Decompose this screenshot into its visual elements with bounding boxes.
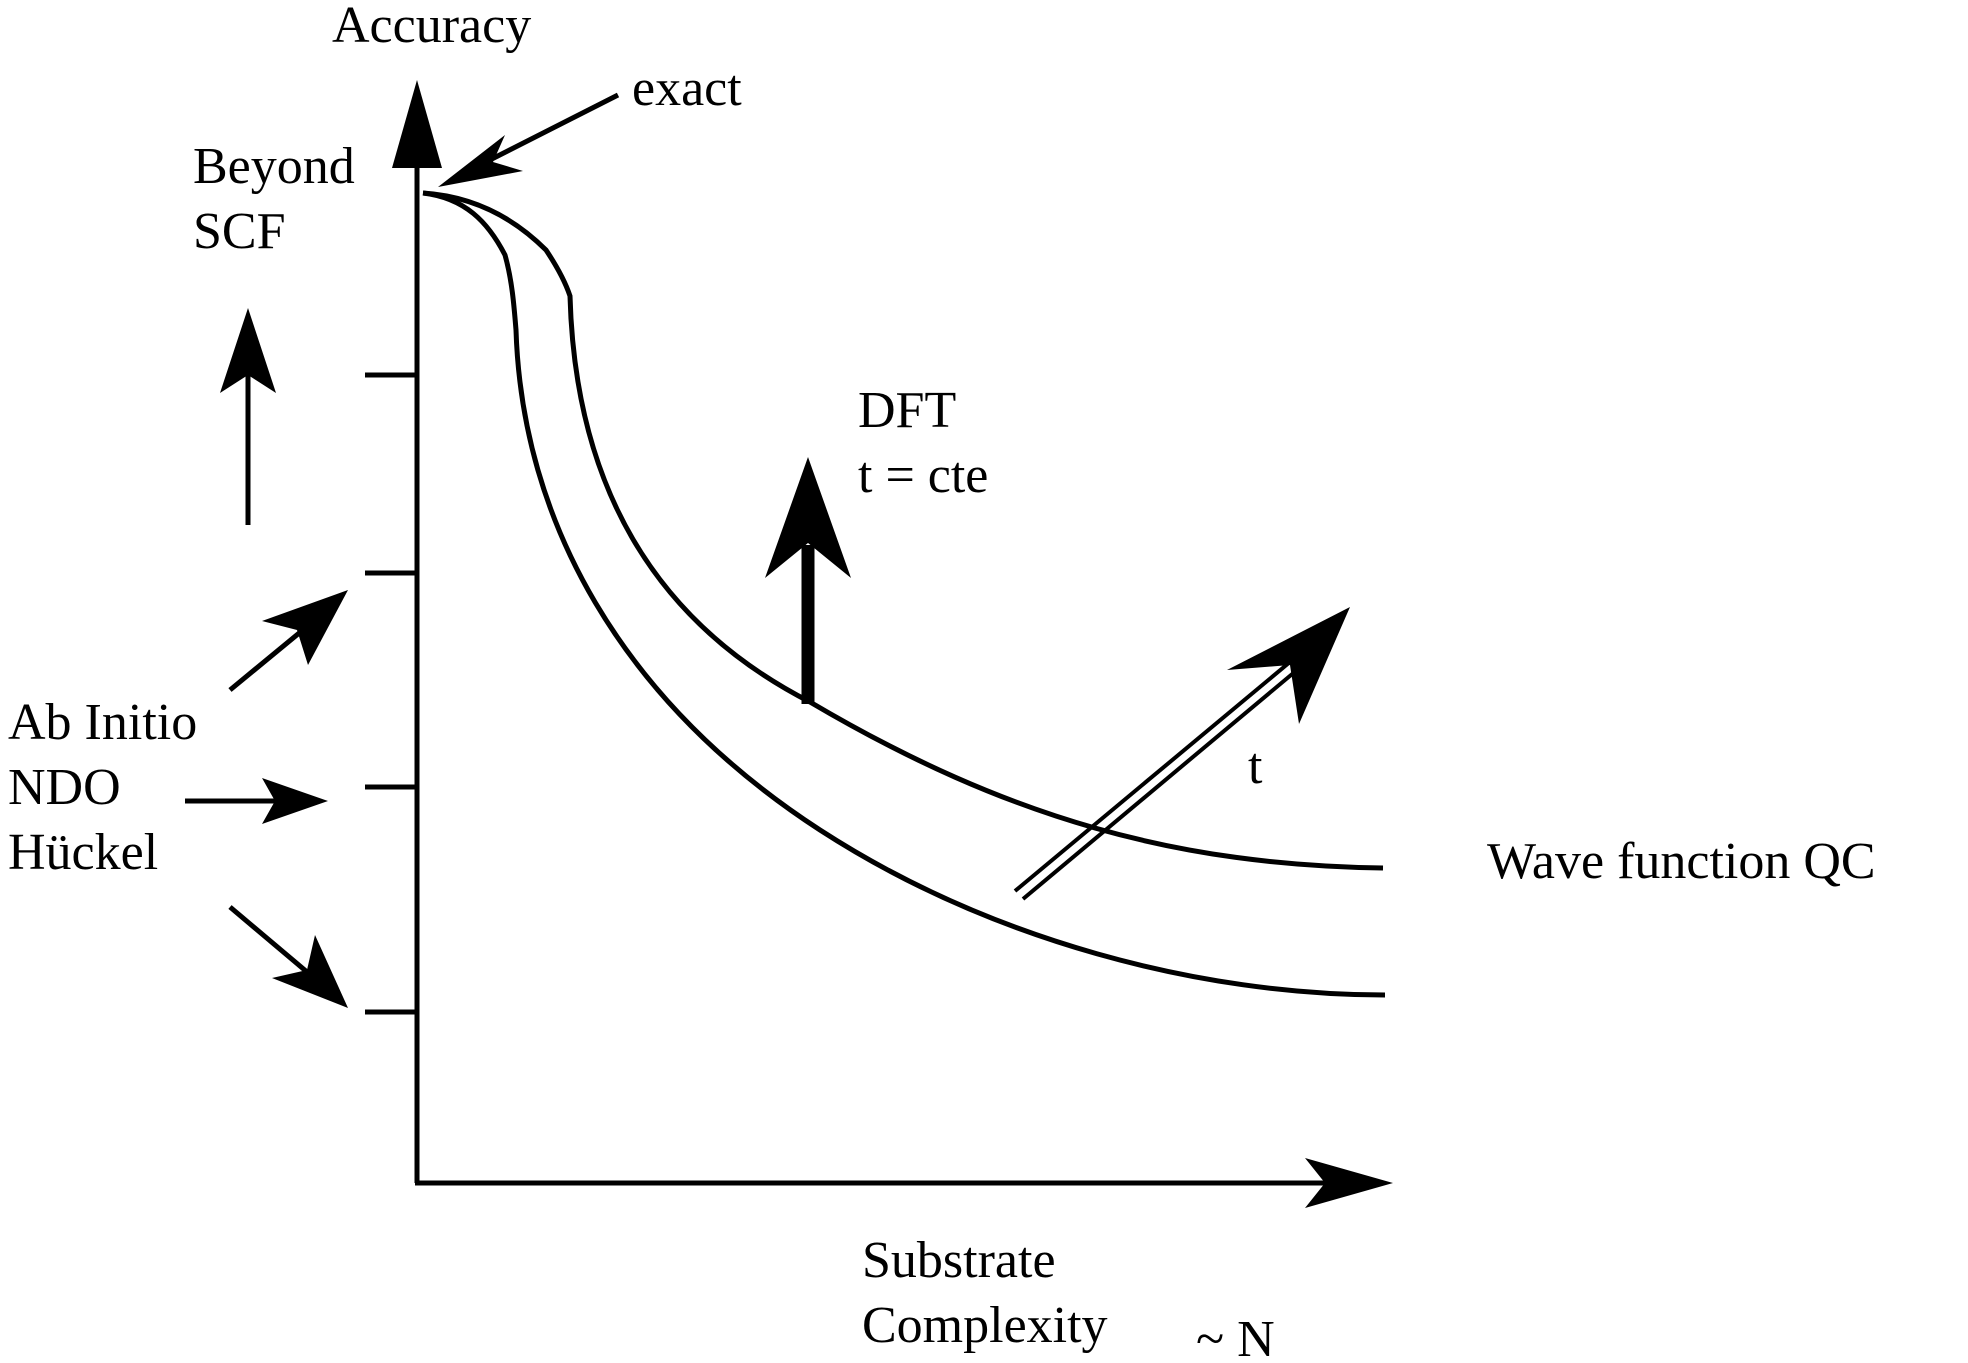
dft-label-line2: t = cte — [858, 447, 988, 504]
dft-curve — [422, 190, 1386, 998]
huckel-arrowhead — [272, 935, 348, 1008]
t-arrowhead — [1227, 607, 1350, 724]
y-axis-label: Accuracy — [332, 0, 531, 54]
exact-arrow-line — [478, 92, 620, 168]
exact-label: exact — [632, 60, 742, 117]
dft-arrowhead — [765, 457, 851, 578]
ab-initio-label: Ab Initio — [8, 694, 197, 751]
beyond-scf-label-line1: Beyond — [193, 138, 355, 195]
wave-function-qc-curve — [422, 190, 1384, 871]
wave-function-qc-label: Wave function QC — [1487, 833, 1876, 890]
t-arrow-line-1 — [1013, 660, 1292, 893]
y-axis-arrowhead — [392, 80, 442, 168]
huckel-label: Hückel — [8, 824, 158, 881]
t-arrow-line-2 — [1021, 668, 1299, 901]
ndo-arrowhead — [262, 778, 328, 824]
x-axis-scaling-label: ~ N — [1196, 1311, 1275, 1363]
huckel-arrow-line — [228, 905, 315, 979]
x-axis-arrowhead — [1305, 1158, 1393, 1208]
ab-initio-arrowhead — [262, 590, 348, 665]
t-label: t — [1248, 738, 1263, 795]
dft-label-line1: DFT — [858, 382, 956, 439]
exact-arrowhead — [438, 135, 523, 187]
beyond-scf-arrowhead — [220, 308, 276, 393]
x-axis-label-line1: Substrate — [862, 1232, 1056, 1289]
x-axis-label-line2: Complexity — [862, 1297, 1108, 1354]
beyond-scf-label-line2: SCF — [193, 203, 286, 260]
ndo-label: NDO — [8, 759, 121, 816]
